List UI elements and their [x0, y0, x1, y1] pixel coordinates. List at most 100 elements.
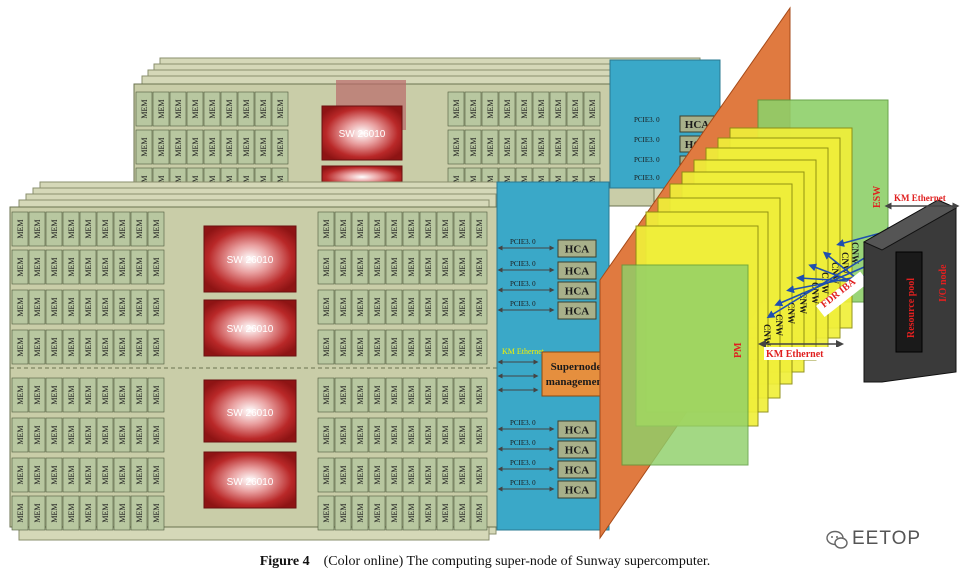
mem-rect — [351, 329, 369, 365]
mem-label: MEM — [475, 503, 484, 522]
mem-label: MEM — [424, 425, 433, 444]
mem-module: MEM — [436, 211, 454, 247]
mem-module: MEM — [334, 211, 352, 247]
mem-label: MEM — [475, 337, 484, 356]
mem-label: MEM — [322, 257, 331, 276]
mem-label: MEM — [390, 297, 399, 316]
km-ethernet-upper: KM Ethernet — [884, 193, 960, 210]
mem-rect — [334, 457, 352, 493]
mem-label: MEM — [101, 425, 110, 444]
mem-rect — [113, 377, 131, 413]
hca-label: HCA — [565, 286, 590, 298]
mem-module: MEM — [385, 289, 403, 325]
mem-rect — [113, 417, 131, 453]
mem-module: MEM — [453, 377, 471, 413]
mem-rect — [45, 211, 63, 247]
mem-module: MEM — [45, 249, 63, 285]
mem-module: MEM — [113, 377, 131, 413]
mem-rect — [96, 289, 114, 325]
mem-label: MEM — [554, 99, 563, 118]
mem-label: MEM — [322, 425, 331, 444]
mem-module: MEM — [481, 129, 499, 165]
mem-rect — [62, 377, 80, 413]
mem-label: MEM — [356, 337, 365, 356]
mem-module: MEM — [11, 495, 29, 531]
mem-label: MEM — [174, 137, 183, 156]
mem-label: MEM — [571, 137, 580, 156]
mem-rect — [147, 211, 165, 247]
mem-rect — [11, 249, 29, 285]
mem-rect — [11, 495, 29, 531]
mem-module: MEM — [96, 289, 114, 325]
mem-label: MEM — [157, 99, 166, 118]
mem-module: MEM — [113, 457, 131, 493]
mem-module: MEM — [11, 289, 29, 325]
mem-label: MEM — [67, 385, 76, 404]
mem-label: MEM — [33, 385, 42, 404]
mem-label: MEM — [50, 257, 59, 276]
mem-label: MEM — [242, 99, 251, 118]
watermark-text: EETOP — [852, 528, 922, 549]
mem-rect — [79, 329, 97, 365]
mem-label: MEM — [339, 297, 348, 316]
mem-module: MEM — [62, 495, 80, 531]
mem-rect — [402, 289, 420, 325]
mem-label: MEM — [469, 99, 478, 118]
mem-label: MEM — [84, 297, 93, 316]
mem-rect — [351, 377, 369, 413]
hca-box — [557, 281, 597, 300]
mem-label: MEM — [16, 425, 25, 444]
mem-label: MEM — [441, 425, 450, 444]
mem-module: MEM — [351, 495, 369, 531]
hca-box — [557, 239, 597, 258]
km-ethernet-upper-label: KM Ethernet — [894, 193, 946, 203]
mem-rect — [113, 329, 131, 365]
mem-label: MEM — [356, 425, 365, 444]
mem-label: MEM — [503, 99, 512, 118]
mem-rect — [334, 377, 352, 413]
mem-label: MEM — [84, 425, 93, 444]
mem-label: MEM — [424, 257, 433, 276]
mem-rect — [419, 329, 437, 365]
mem-label: MEM — [390, 503, 399, 522]
mem-rect — [317, 249, 335, 285]
mem-rect — [351, 289, 369, 325]
mem-label: MEM — [441, 337, 450, 356]
mem-module: MEM — [317, 249, 335, 285]
mem-rect — [147, 457, 165, 493]
mem-rect — [220, 91, 238, 127]
mem-rect — [453, 211, 471, 247]
mem-module: MEM — [28, 417, 46, 453]
mem-label: MEM — [50, 297, 59, 316]
mem-label: MEM — [67, 297, 76, 316]
mem-label: MEM — [390, 257, 399, 276]
mem-label: MEM — [424, 385, 433, 404]
mem-module: MEM — [79, 417, 97, 453]
mem-label: MEM — [322, 297, 331, 316]
mem-module: MEM — [402, 249, 420, 285]
mem-rect — [317, 289, 335, 325]
pcie-label: PCIE3. 0 — [634, 156, 660, 164]
mem-label: MEM — [339, 257, 348, 276]
figure-label: Figure 4 — [259, 554, 310, 569]
mem-rect — [45, 417, 63, 453]
mem-rect — [11, 289, 29, 325]
mem-label: MEM — [259, 99, 268, 118]
mem-label: MEM — [101, 385, 110, 404]
mem-module: MEM — [515, 129, 533, 165]
mem-label: MEM — [191, 137, 200, 156]
mem-label: MEM — [84, 337, 93, 356]
mem-module: MEM — [62, 377, 80, 413]
mem-label: MEM — [152, 425, 161, 444]
mem-label: MEM — [322, 465, 331, 484]
mem-label: MEM — [469, 137, 478, 156]
mem-module: MEM — [453, 417, 471, 453]
mem-module: MEM — [447, 129, 465, 165]
mem-rect — [147, 329, 165, 365]
mem-label: MEM — [118, 503, 127, 522]
mem-rect — [317, 377, 335, 413]
mem-label: MEM — [407, 385, 416, 404]
mem-rect — [79, 495, 97, 531]
mem-rect — [453, 495, 471, 531]
mem-rect — [62, 211, 80, 247]
